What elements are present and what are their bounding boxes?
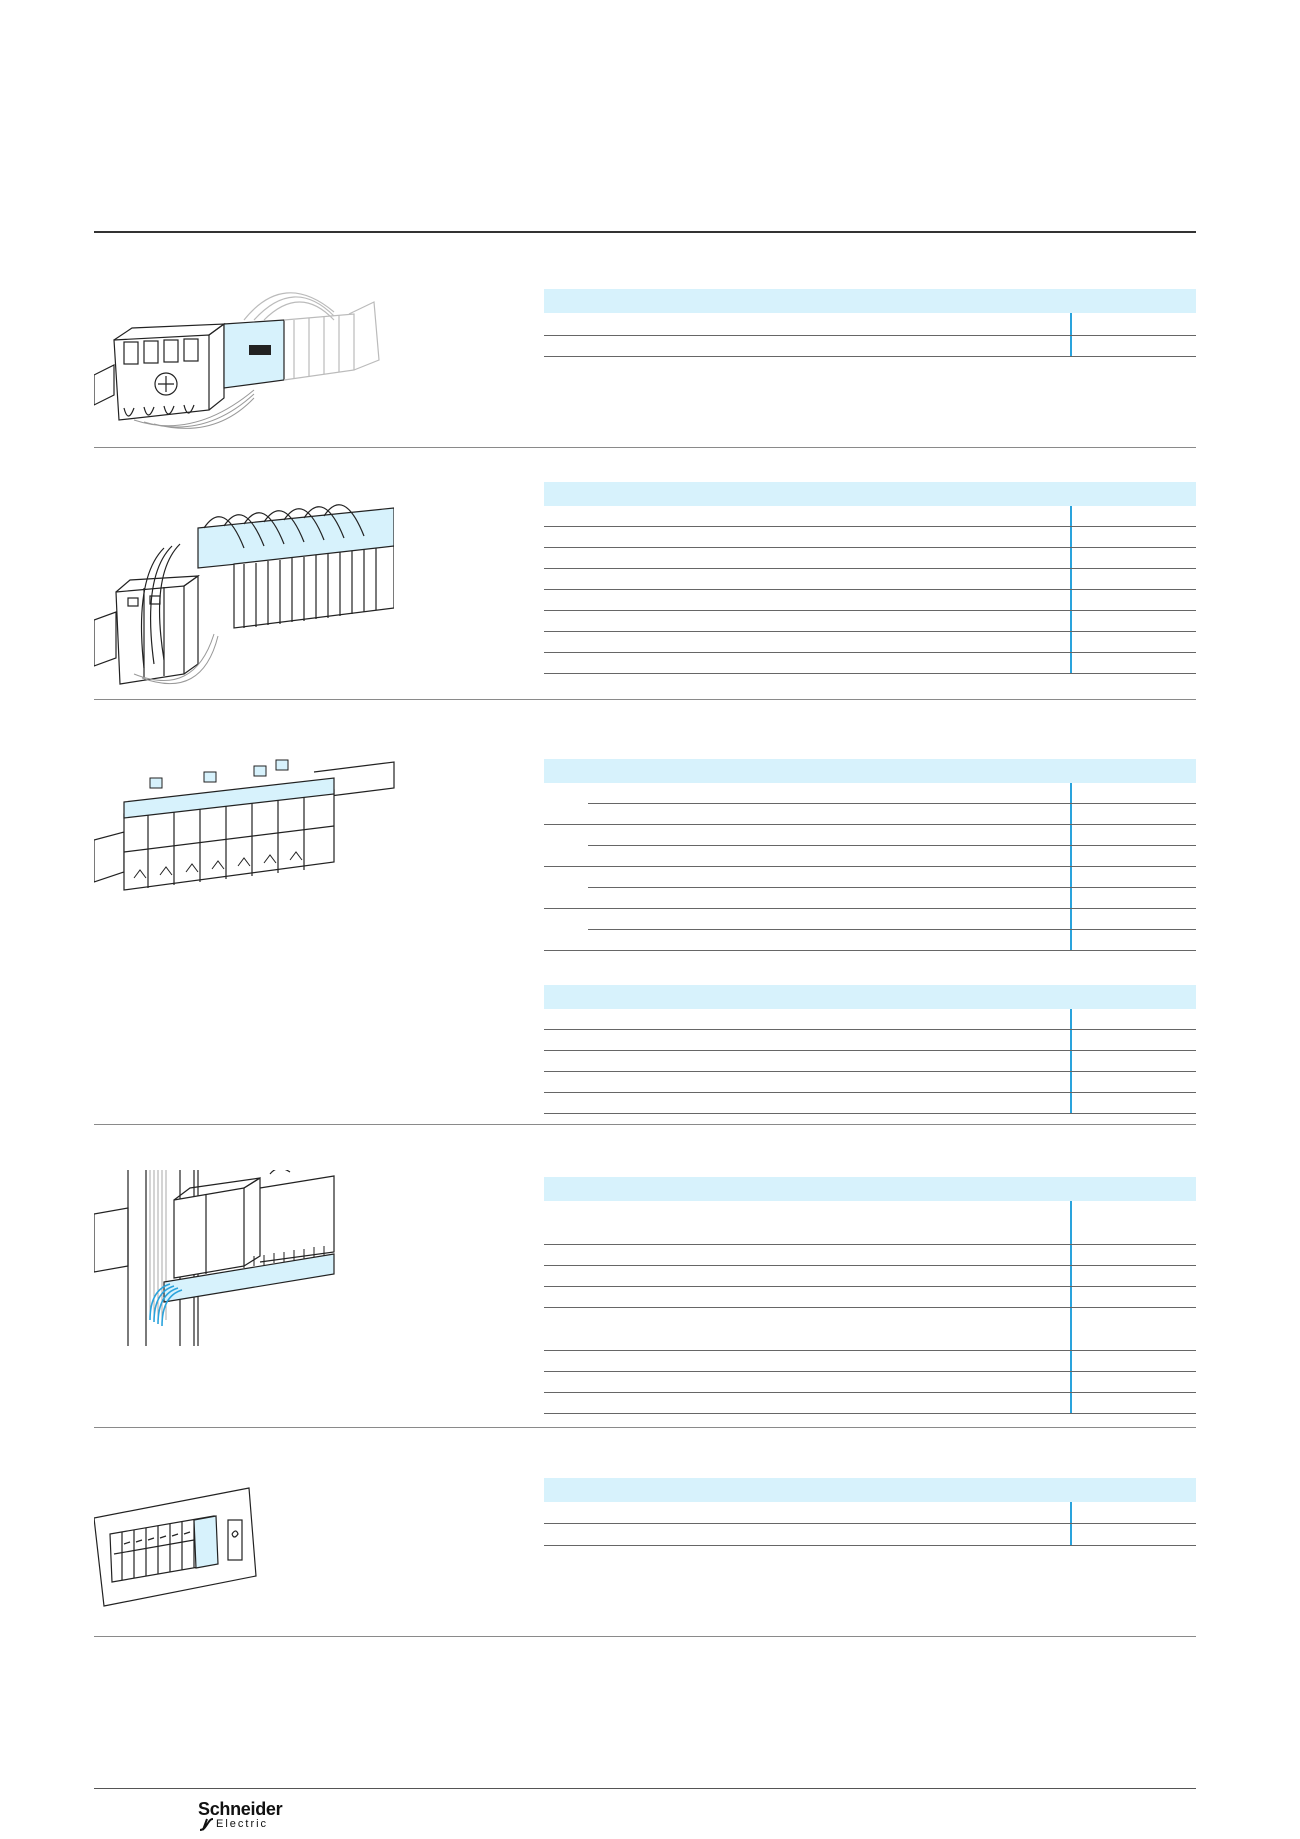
table-row [544,548,1196,569]
table-row [544,867,1196,888]
table-header [544,1177,1196,1201]
brand-name: Schneider [198,1799,283,1819]
section-1-table [544,289,1196,357]
section-separator [94,447,1196,448]
table-row [544,930,1196,951]
section-5-table [544,1478,1196,1546]
table-row [544,1524,1196,1546]
table-row [544,1201,1196,1245]
table-header [544,985,1196,1009]
table-row [544,888,1196,909]
table-row [544,313,1196,336]
section-separator [94,699,1196,700]
section-4-illustration [93,1167,344,1355]
table-header [544,759,1196,783]
section-2-table [544,482,1196,674]
table-row [544,1266,1196,1287]
section-separator [94,1427,1196,1428]
table-row [544,1502,1196,1524]
table-row [544,1093,1196,1114]
distribution-block-with-breakers-icon [93,504,395,685]
table-row [544,1308,1196,1351]
table-column-divider [1070,985,1072,1114]
table-row [544,846,1196,867]
table-row [544,825,1196,846]
table-row [544,590,1196,611]
section-3-table-b [544,985,1196,1114]
table-header [544,482,1196,506]
table-row [544,783,1196,804]
table-column-divider [1070,759,1072,951]
table-column-divider [1070,289,1072,357]
table-row [544,1393,1196,1414]
vertical-busbar-with-trunking-icon [93,1167,335,1346]
table-header [544,1478,1196,1502]
table-row [544,909,1196,930]
front-panel-with-breakers-icon [93,1487,257,1607]
table-row [544,336,1196,357]
table-row [544,1245,1196,1266]
brand-logo: Schneider Electric [198,1799,283,1831]
table-row [544,1351,1196,1372]
section-separator [94,1124,1196,1125]
table-row [544,1051,1196,1072]
table-column-divider [1070,1478,1072,1546]
section-1-illustration [93,280,394,445]
footer-rule [94,1788,1196,1789]
switch-disconnector-with-comb-busbar-icon [93,292,380,429]
table-row [544,632,1196,653]
table-column-divider [1070,482,1072,674]
table-column-divider [1070,1177,1072,1414]
table-row [544,611,1196,632]
section-4-table [544,1177,1196,1414]
table-row [544,804,1196,825]
table-row [544,1072,1196,1093]
table-row [544,1009,1196,1030]
table-row [544,569,1196,590]
table-row [544,653,1196,674]
table-header [544,289,1196,313]
section-3-table-a [544,759,1196,951]
table-row [544,527,1196,548]
section-3-illustration [93,752,404,907]
table-row [544,1030,1196,1051]
comb-busbar-on-din-rail-icon [93,759,395,891]
schneider-electric-logo-icon [199,1818,214,1831]
section-separator [94,1636,1196,1637]
table-row [544,506,1196,527]
top-rule [94,231,1196,233]
table-row [544,1287,1196,1308]
section-2-illustration [93,488,395,698]
brand-sub: Electric [216,1818,269,1830]
table-row [544,1372,1196,1393]
section-5-illustration [93,1478,264,1613]
